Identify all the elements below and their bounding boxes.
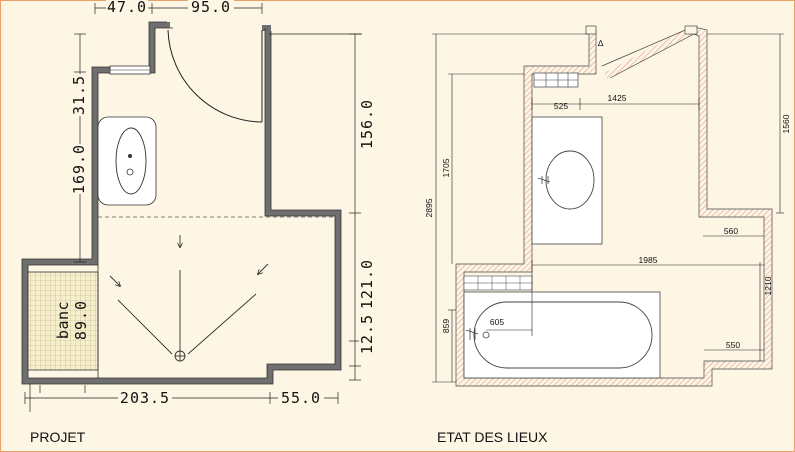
door [167,29,263,123]
dim-1560: 1560 [781,114,791,133]
bathtub [463,291,661,379]
bench: banc 89.0 [27,265,99,378]
etat-sink [531,116,603,245]
dim-12-5: 12.5 [358,314,376,354]
dim-121: 121.0 [358,259,376,309]
dim-203-5: 203.5 [120,389,170,407]
projet-caption: PROJET [30,429,86,445]
dim-1425: 1425 [608,93,627,103]
dim-95: 95.0 [191,0,231,16]
dim-2895: 2895 [424,198,434,217]
dim-1985: 1985 [639,255,658,265]
shower-floor [109,235,269,362]
bench-label: banc [54,301,72,339]
dim-525: 525 [554,101,568,111]
dim-605: 605 [490,317,504,327]
dim-31-5: 31.5 [70,75,88,115]
etat-dimension-lines [432,33,784,383]
dim-156: 156.0 [358,99,376,149]
dim-1705: 1705 [441,158,451,177]
dim-560: 560 [724,226,738,236]
dim-55: 55.0 [281,389,321,407]
svg-text:∆: ∆ [598,38,604,48]
etat-dimension-texts: 2895 1705 859 525 1425 1560 560 1985 121… [424,93,791,350]
bench-size: 89.0 [72,300,90,340]
dim-47: 47.0 [107,0,147,16]
etat-walls [456,26,772,386]
sink [97,116,157,206]
projet-dimension-texts: 47.0 95.0 31.5 169.0 156.0 121.0 12.5 20… [70,0,376,407]
etat-plan: ∆ [424,25,791,387]
dim-1210: 1210 [763,276,773,295]
dim-859: 859 [441,319,451,333]
etat-caption: ETAT DES LIEUX [437,429,548,445]
dim-550: 550 [726,340,740,350]
dim-169: 169.0 [70,144,88,194]
projet-plan: banc 89.0 47.0 95.0 31.5 169.0 [21,0,376,412]
